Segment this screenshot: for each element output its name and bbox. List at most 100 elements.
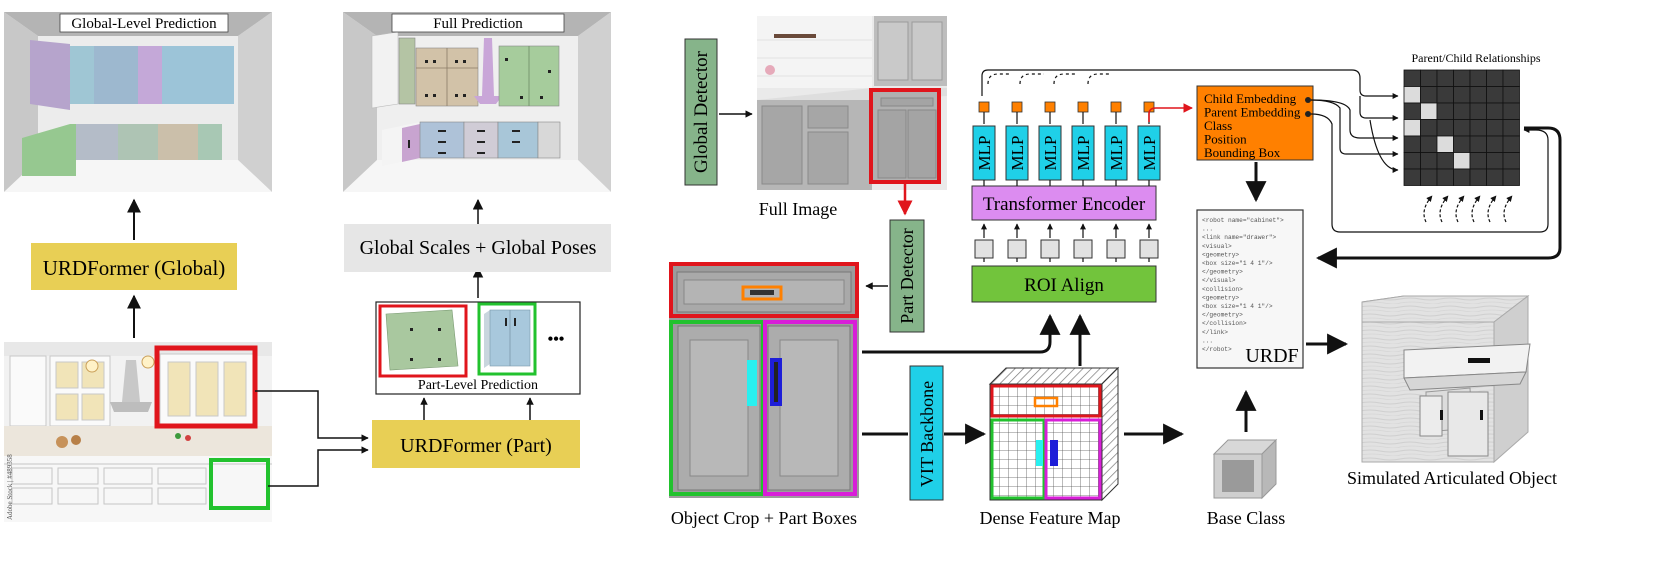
left-handle-box	[747, 360, 757, 406]
mlp-label: MLP	[1140, 136, 1159, 171]
matrix-cell	[1420, 135, 1438, 153]
matrix-cell	[1453, 168, 1471, 186]
matrix-cell	[1502, 86, 1520, 104]
matrix-cell	[1420, 69, 1438, 87]
matrix-cell	[1502, 102, 1520, 120]
matrix-cell	[1453, 86, 1471, 104]
matrix-cell	[1420, 119, 1438, 137]
urdf-code-line: <geometry>	[1202, 251, 1239, 258]
urdformer-part-box	[372, 420, 580, 468]
drawer-handle-box	[741, 285, 783, 301]
matrix-cell	[1502, 69, 1520, 87]
mlp-label: MLP	[975, 136, 994, 171]
mlp-output-token	[1077, 101, 1089, 113]
matrix-cell	[1502, 135, 1520, 153]
matrix-cell	[1502, 119, 1520, 137]
matrix-cell	[1420, 102, 1438, 120]
output-field: Parent Embedding	[1204, 105, 1301, 120]
roi-tokens	[974, 239, 1159, 259]
arrow-matrix-to-urdf	[1315, 126, 1562, 269]
mlp-label: MLP	[1074, 136, 1093, 171]
roi-align-label: ROI Align	[1024, 275, 1104, 296]
dense-feature-map-label: Dense Feature Map	[980, 508, 1121, 528]
matrix-cell	[1486, 152, 1504, 170]
matrix-cell	[1420, 86, 1438, 104]
urdf-code-line: </geometry>	[1202, 269, 1243, 276]
global-detector-label: Global Detector	[691, 50, 712, 173]
output-field: Position	[1204, 132, 1247, 147]
urdf-code-line: <robot name="cabinet">	[1202, 217, 1284, 224]
matrix-cell	[1453, 152, 1471, 170]
full-image	[757, 16, 947, 190]
urdf-code-line: </visual>	[1202, 277, 1236, 284]
urdformer-part-label: URDFormer (Part)	[400, 435, 552, 457]
urdf-code: <robot name="cabinet">... <link name="dr…	[1202, 217, 1284, 353]
simulated-object-label: Simulated Articulated Object	[1347, 468, 1557, 488]
matrix-cell	[1436, 135, 1454, 153]
matrix-cell	[1469, 102, 1487, 120]
mlp-output-token	[978, 101, 990, 113]
urdf-document	[1196, 209, 1304, 369]
matrix-cell	[1453, 102, 1471, 120]
vit-backbone-label: VIT Backbone	[917, 381, 937, 487]
urdf-code-line: <box size="1 4 1"/>	[1202, 260, 1273, 267]
arrow-crop-to-roi	[862, 313, 1061, 354]
matrix-cell	[1486, 168, 1504, 186]
mlp-label: MLP	[1041, 136, 1060, 171]
global-scales-poses-label: Global Scales + Global Poses	[360, 237, 597, 259]
parent-child-title: Parent/Child Relationships	[1412, 51, 1541, 65]
urdf-code-line: ...	[1202, 226, 1213, 233]
urdf-code-line: <box size="1 4 1"/>	[1202, 303, 1273, 310]
base-class-cube	[1212, 438, 1278, 500]
matrix-cell	[1403, 152, 1421, 170]
dense-feature-map	[988, 366, 1120, 502]
urdf-code-line: </collision>	[1202, 320, 1247, 327]
matrix-cell	[1469, 135, 1487, 153]
urdf-code-line: </link>	[1202, 329, 1228, 336]
matrix-cell	[1469, 69, 1487, 87]
matrix-cell	[1403, 86, 1421, 104]
stock-watermark: Adobe Stock | #489358	[6, 454, 14, 520]
crop-right-door-box	[763, 320, 857, 496]
urdf-code-line: </geometry>	[1202, 312, 1243, 319]
urdf-label: URDF	[1245, 345, 1298, 367]
parent-child-matrix	[1403, 69, 1520, 186]
global-prediction-render: Global-Level Prediction	[4, 12, 272, 192]
global-detector-box	[684, 38, 718, 186]
global-scales-poses-box	[344, 224, 611, 272]
matrix-cell	[1453, 119, 1471, 137]
full-prediction-render: Full Prediction	[343, 12, 611, 192]
matrix-cell	[1469, 168, 1487, 186]
matrix-cell	[1469, 119, 1487, 137]
output-field: Bounding Box	[1204, 145, 1281, 160]
matrix-cell	[1436, 86, 1454, 104]
matrix-cell	[1403, 102, 1421, 120]
object-crop-label: Object Crop + Part Boxes	[671, 508, 857, 528]
urdf-code-line: </robot>	[1202, 346, 1232, 353]
mlp-output-token	[1011, 101, 1023, 113]
matrix-cell	[1436, 168, 1454, 186]
matrix-cell	[1403, 135, 1421, 153]
matrix-cell	[1469, 152, 1487, 170]
matrix-cell	[1403, 168, 1421, 186]
simulated-object	[1361, 294, 1531, 464]
urdf-code-line: <collision>	[1202, 286, 1243, 293]
mlp-output-token	[1110, 101, 1122, 113]
matrix-cell	[1436, 102, 1454, 120]
transformer-encoder-label: Transformer Encoder	[983, 194, 1146, 215]
matrix-cell	[1486, 69, 1504, 87]
matrix-cell	[1453, 135, 1471, 153]
urdf-code-line: <visual>	[1202, 243, 1232, 250]
transformer-encoder-box	[971, 185, 1157, 221]
output-field: Child Embedding	[1204, 91, 1297, 106]
output-fields-box	[1196, 85, 1314, 161]
kitchen-photo: Adobe Stock | #489358	[4, 342, 272, 522]
output-field: Class	[1204, 118, 1232, 133]
matrix-cell	[1403, 69, 1421, 87]
arrow-red-region	[255, 390, 369, 442]
matrix-cell	[1469, 86, 1487, 104]
part-detector-box	[889, 219, 925, 333]
matrix-cell	[1436, 152, 1454, 170]
green-region-box	[209, 458, 270, 510]
